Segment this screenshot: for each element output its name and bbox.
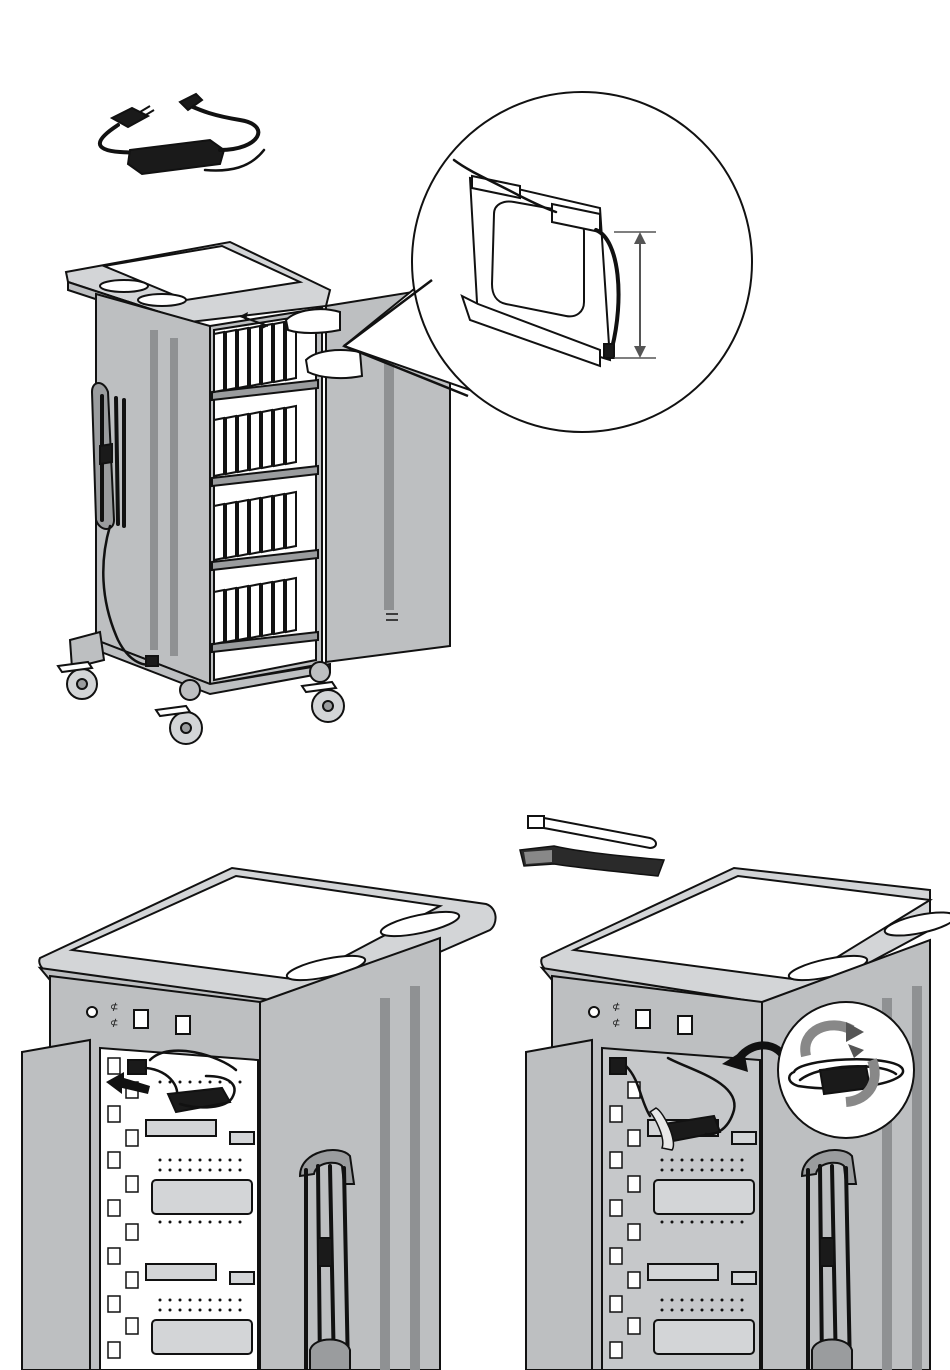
power-adapter (100, 94, 264, 174)
bottom-right-panel: ⊄ ⊄ (520, 816, 950, 1370)
power-inlet (146, 656, 158, 666)
hook-and-loop-strap (520, 846, 664, 876)
svg-text:⊄: ⊄ (110, 1002, 118, 1013)
svg-text:⊄: ⊄ (612, 1018, 620, 1029)
wrap-detail-magnifier (778, 1002, 914, 1138)
svg-text:⊄: ⊄ (110, 1018, 118, 1029)
bottom-left-panel: ⊄ ⊄ (22, 868, 496, 1370)
svg-text:⊄: ⊄ (612, 1002, 620, 1013)
top-panel (58, 92, 752, 744)
cable-tie (528, 816, 656, 848)
